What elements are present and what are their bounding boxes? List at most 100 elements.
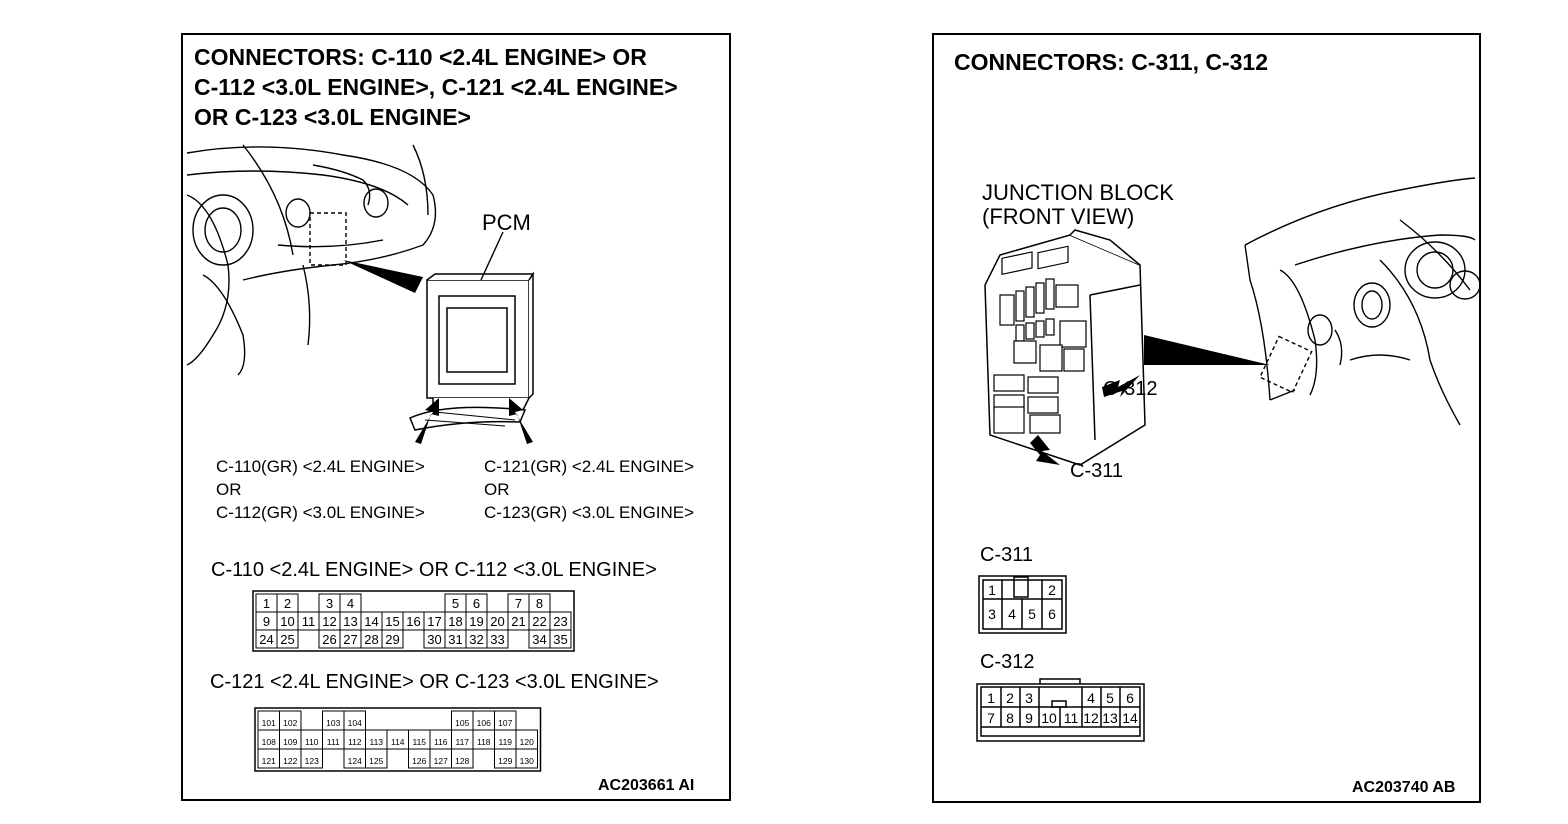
pin-number: 31 (448, 632, 462, 647)
pin-number: 27 (343, 632, 357, 647)
pin-cell (382, 594, 403, 612)
pin-cell (403, 630, 424, 648)
pin-number: 101 (262, 718, 276, 728)
pin-number: 10 (280, 614, 294, 629)
conn-a-line-2: OR (216, 480, 242, 499)
connector-face-c311: 1 2 3 4 5 6 (978, 575, 1067, 634)
pin-number: 33 (490, 632, 504, 647)
c311-pin: 6 (1048, 606, 1056, 622)
pin-number: 15 (385, 614, 399, 629)
c312-pin: 6 (1126, 690, 1134, 706)
pin-number: 130 (520, 756, 534, 766)
pin-number: 124 (348, 756, 362, 766)
pin-number: 127 (434, 756, 448, 766)
conn-b-line-2: OR (484, 480, 510, 499)
pin-cell (300, 748, 323, 769)
c312-pin: 2 (1006, 690, 1014, 706)
pin-number: 21 (511, 614, 525, 629)
pin-number: 118 (477, 737, 491, 747)
pin-number: 125 (369, 756, 383, 766)
pin-cell (276, 629, 299, 649)
pin-number: 29 (385, 632, 399, 647)
pin-number: 113 (369, 737, 383, 747)
pin-number: 120 (520, 737, 534, 747)
pin-number: 32 (469, 632, 483, 647)
pin-number: 4 (347, 596, 354, 611)
pin-cell (508, 630, 529, 648)
pin-number: 115 (412, 737, 426, 747)
pin-number: 107 (498, 718, 512, 728)
pin-number: 111 (327, 737, 340, 747)
dashboard-illustration-right (1144, 177, 1481, 426)
pin-cell (366, 711, 388, 730)
right-figure-code: AC203740 AB (1352, 779, 1456, 796)
pin-number: 117 (455, 737, 469, 747)
pin-number: 129 (498, 756, 512, 766)
left-title-line-2: C-112 <3.0L ENGINE>, C-121 <2.4L ENGINE> (194, 74, 678, 100)
pin-cell (301, 711, 323, 730)
pin-number: 20 (490, 614, 504, 629)
connector-face-c312: 1 2 3 4 5 6 7 8 9 10 11 12 13 14 (976, 678, 1145, 742)
c312-pin: 5 (1106, 690, 1114, 706)
pin-cell (298, 594, 319, 612)
c311-pin: 1 (988, 582, 996, 598)
pin-cell (549, 629, 572, 649)
pin-number: 1 (263, 596, 270, 611)
pin-number: 25 (280, 632, 294, 647)
pin-number: 35 (553, 632, 567, 647)
pin-number: 8 (536, 596, 543, 611)
pin-number: 112 (348, 737, 362, 747)
c312-pin: 1 (987, 690, 995, 706)
pin-number: 6 (473, 596, 480, 611)
pin-number: 16 (406, 614, 420, 629)
c312-pin: 14 (1122, 710, 1138, 726)
pin-cell (515, 748, 538, 769)
pin-number: 3 (326, 596, 333, 611)
pin-cell (403, 594, 424, 612)
pin-number: 103 (326, 718, 340, 728)
left-title-line-3: OR C-123 <3.0L ENGINE> (194, 104, 471, 130)
pin-number: 7 (515, 596, 522, 611)
c312-callout: C-312 (1103, 378, 1158, 400)
pin-number: 5 (452, 596, 459, 611)
pin-cell (473, 749, 495, 768)
c311-pin: 4 (1008, 606, 1016, 622)
face1-title: C-110 <2.4L ENGINE> OR C-112 <3.0L ENGIN… (211, 559, 657, 581)
pin-number: 108 (262, 737, 276, 747)
pin-number: 128 (455, 756, 469, 766)
jb-label-line-1: JUNCTION BLOCK (982, 180, 1174, 205)
conn-a-line-3: C-112(GR) <3.0L ENGINE> (216, 503, 425, 522)
pin-cell (451, 748, 474, 769)
pin-number: 122 (283, 756, 297, 766)
pin-number: 109 (283, 737, 297, 747)
c312-pin: 9 (1025, 710, 1033, 726)
pin-number: 9 (263, 614, 270, 629)
c311-pin: 3 (988, 606, 996, 622)
pin-number: 13 (343, 614, 357, 629)
c311-pin: 2 (1048, 582, 1056, 598)
conn-b-line-3: C-123(GR) <3.0L ENGINE> (484, 503, 695, 522)
c312-pin: 11 (1064, 710, 1079, 726)
pin-cell (409, 711, 431, 730)
pin-number: 26 (322, 632, 336, 647)
pin-number: 34 (532, 632, 546, 647)
c312-pin: 7 (987, 710, 995, 726)
c312-pin: 13 (1102, 710, 1118, 726)
pin-number: 22 (532, 614, 546, 629)
connector-outline (252, 590, 575, 652)
connector-outline (254, 707, 542, 772)
c312-title: C-312 (980, 651, 1035, 673)
pin-cell (387, 749, 409, 768)
junction-block-drawing (984, 229, 1146, 466)
pin-number: 123 (305, 756, 319, 766)
face2-title: C-121 <2.4L ENGINE> OR C-123 <3.0L ENGIN… (210, 671, 659, 693)
pin-cell (430, 711, 452, 730)
c312-pin: 10 (1041, 710, 1057, 726)
c311-callout: C-311 (1070, 460, 1123, 482)
right-title: CONNECTORS: C-311, C-312 (954, 49, 1268, 75)
pin-number: 19 (469, 614, 483, 629)
left-title-line-1: CONNECTORS: C-110 <2.4L ENGINE> OR (194, 44, 647, 70)
pin-number: 110 (305, 737, 319, 747)
pin-cell (487, 594, 508, 612)
jb-label-line-2: (FRONT VIEW) (982, 204, 1135, 229)
